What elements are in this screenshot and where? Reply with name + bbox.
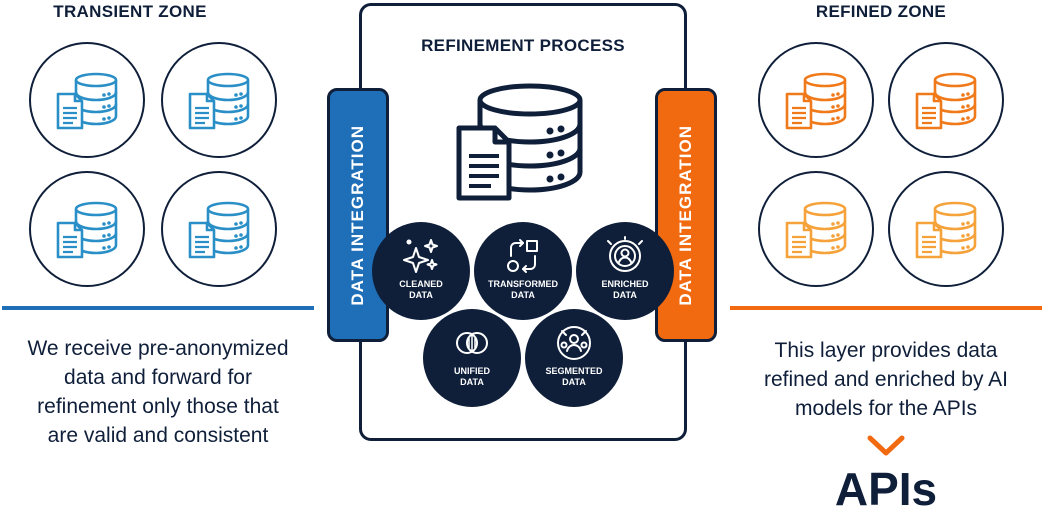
transient-desc-line-2: data and forward for bbox=[64, 366, 252, 389]
transient-desc-line-4: are valid and consistent bbox=[47, 424, 269, 447]
unified-icon bbox=[456, 332, 488, 354]
refined-db-circle-4 bbox=[888, 171, 1004, 287]
refined-desc-line-2: refined and enriched by AI bbox=[763, 368, 1008, 391]
transient-db-circle-2 bbox=[161, 42, 277, 158]
step-label: CLEANED DATA bbox=[378, 279, 464, 301]
step-segmented-data: SEGMENTED DATA bbox=[525, 309, 623, 407]
right-data-integration-bar: DATA INTEGRATION bbox=[655, 88, 717, 342]
database-document-icon bbox=[785, 201, 847, 259]
step-label: TRANSFORMED DATA bbox=[480, 279, 566, 301]
transient-db-circle-4 bbox=[161, 171, 277, 287]
refined-desc-line-3: models for the APIs bbox=[794, 397, 978, 420]
refined-desc-line-1: This layer provides data bbox=[774, 339, 998, 362]
step-label-line-1: ENRICHED bbox=[601, 279, 649, 289]
refined-db-circle-2 bbox=[888, 42, 1004, 158]
sparkles-icon bbox=[403, 239, 438, 273]
database-document-icon bbox=[915, 201, 977, 259]
chevron-down-icon bbox=[867, 435, 905, 456]
transient-zone-title: TRANSIENT ZONE bbox=[53, 2, 207, 21]
refined-zone-description: This layer provides data refined and enr… bbox=[728, 336, 1044, 423]
database-document-icon bbox=[188, 201, 250, 259]
database-document-icon bbox=[56, 201, 118, 259]
database-document-icon bbox=[188, 72, 250, 130]
transform-icon bbox=[507, 239, 538, 273]
step-unified-data: UNIFIED DATA bbox=[423, 309, 521, 407]
refined-db-circle-3 bbox=[758, 171, 874, 287]
left-data-integration-bar: DATA INTEGRATION bbox=[327, 88, 389, 342]
database-document-icon bbox=[785, 72, 847, 130]
database-document-icon bbox=[456, 83, 583, 201]
step-transformed-data: TRANSFORMED DATA bbox=[474, 222, 572, 320]
transient-zone-description: We receive pre-anonymized data and forwa… bbox=[0, 334, 316, 450]
transient-db-circle-1 bbox=[29, 42, 145, 158]
step-label-line-2: DATA bbox=[562, 377, 586, 387]
transient-desc-line-1: We receive pre-anonymized bbox=[27, 337, 289, 360]
refined-zone-divider bbox=[730, 306, 1042, 310]
enriched-icon bbox=[607, 236, 643, 272]
database-document-icon bbox=[915, 72, 977, 130]
left-data-integration-label: DATA INTEGRATION bbox=[348, 124, 367, 306]
step-label: ENRICHED DATA bbox=[582, 279, 668, 301]
step-label-line-1: TRANSFORMED bbox=[488, 279, 558, 289]
segmented-icon bbox=[557, 326, 591, 360]
step-label-line-2: DATA bbox=[613, 290, 637, 300]
transient-zone-divider bbox=[2, 306, 314, 310]
step-label-line-2: DATA bbox=[511, 290, 535, 300]
step-cleaned-data: CLEANED DATA bbox=[372, 222, 470, 320]
refinement-process-title: REFINEMENT PROCESS bbox=[421, 36, 625, 55]
refined-db-circle-1 bbox=[758, 42, 874, 158]
step-label: UNIFIED DATA bbox=[429, 366, 515, 388]
step-label: SEGMENTED DATA bbox=[531, 366, 617, 388]
refined-zone-title: REFINED ZONE bbox=[815, 2, 947, 21]
transient-desc-line-3: refinement only those that bbox=[37, 395, 279, 418]
step-label-line-1: CLEANED bbox=[399, 279, 443, 289]
right-data-integration-label: DATA INTEGRATION bbox=[676, 124, 695, 306]
step-label-line-1: SEGMENTED bbox=[545, 366, 603, 376]
apis-label: APIs bbox=[834, 463, 938, 515]
step-label-line-1: UNIFIED bbox=[454, 366, 490, 376]
step-enriched-data: ENRICHED DATA bbox=[576, 222, 674, 320]
database-document-icon bbox=[56, 72, 118, 130]
transient-db-circle-3 bbox=[29, 171, 145, 287]
step-label-line-2: DATA bbox=[460, 377, 484, 387]
step-label-line-2: DATA bbox=[409, 290, 433, 300]
